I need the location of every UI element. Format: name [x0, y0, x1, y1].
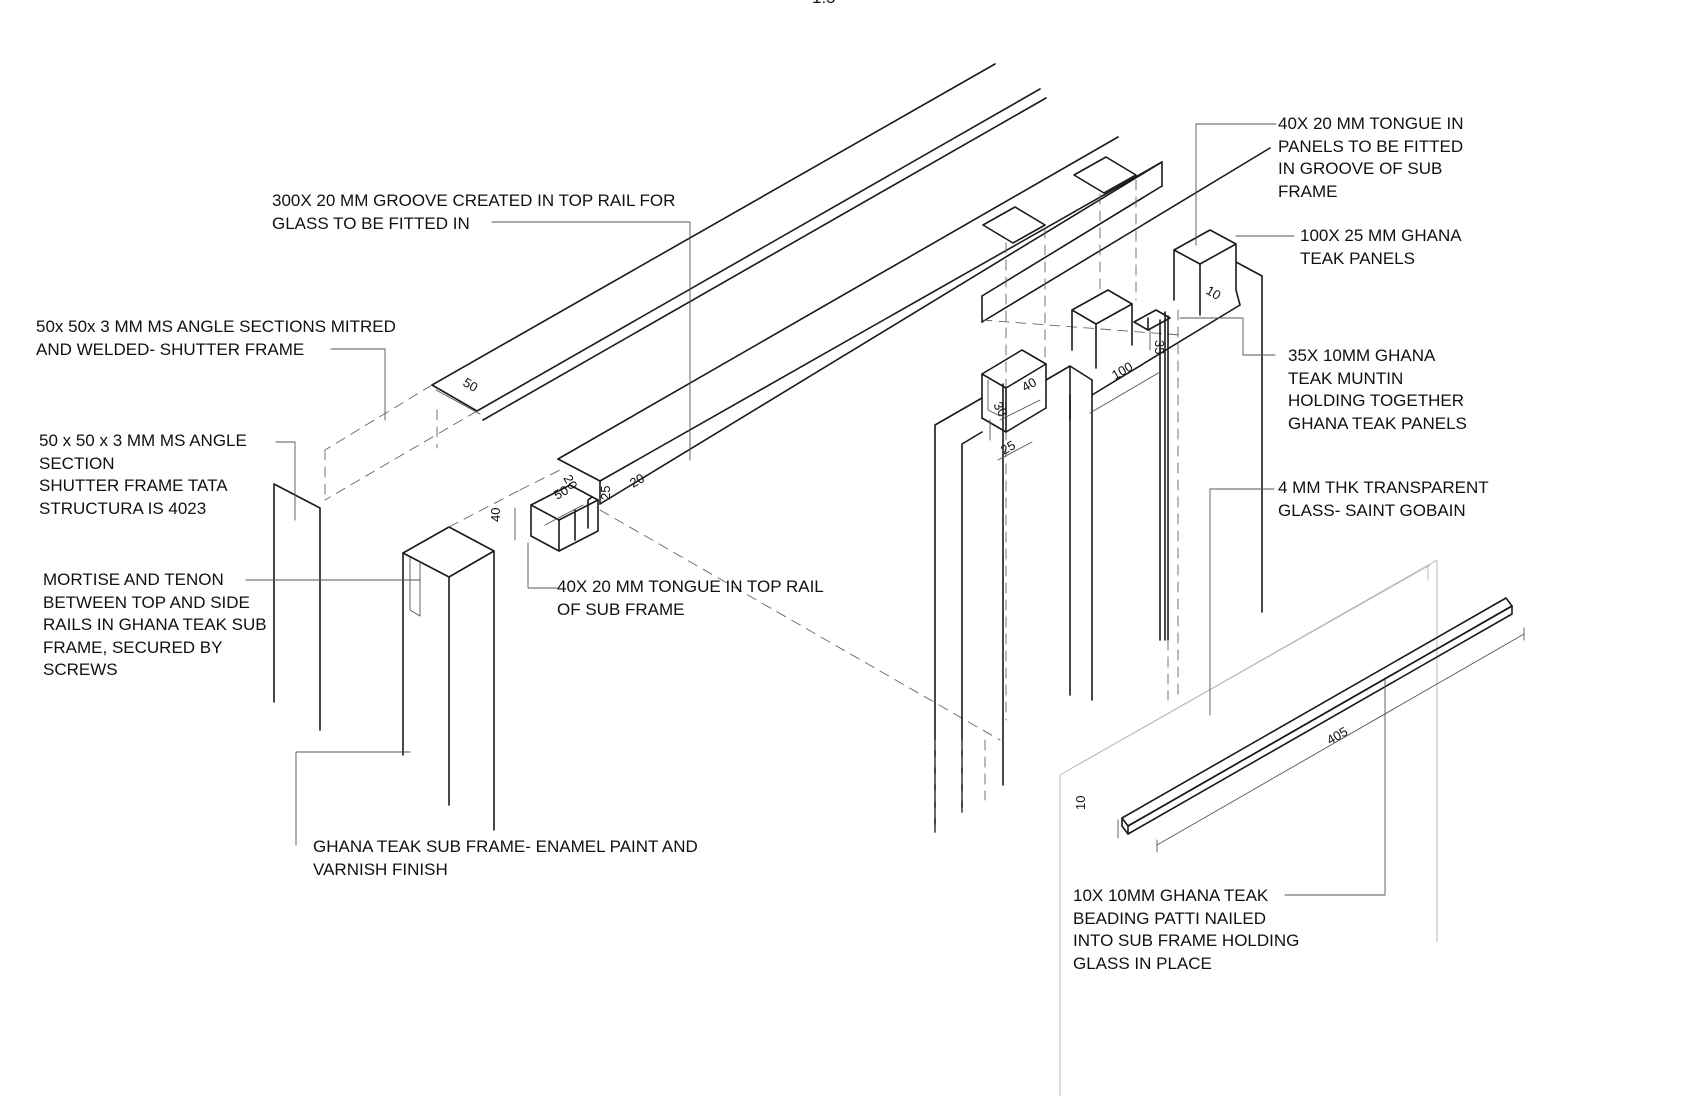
muntin — [1133, 309, 1179, 701]
callout-glass: 4 MM THK TRANSPARENT GLASS- SAINT GOBAIN — [1278, 478, 1489, 520]
top-rail-slots — [982, 156, 1137, 721]
left-panel-stile — [934, 383, 1004, 833]
sub-frame-side-rail — [402, 489, 521, 831]
dim-tongue-20b: 20 — [627, 470, 647, 490]
dim-muntin-10: 10 — [1204, 283, 1224, 303]
beading-patti — [1121, 597, 1513, 835]
glass-panel — [1059, 559, 1438, 1096]
callout-beading: 10X 10MM GHANA TEAK BEADING PATTI NAILED… — [1073, 886, 1300, 973]
shutter-frame-side-angle — [273, 483, 321, 731]
callout-leaders — [245, 123, 1386, 896]
dim-rail-depth: 50 — [551, 482, 571, 502]
callout-tongue-top-rail: 40X 20 MM TONGUE IN TOP RAIL OF SUB FRAM… — [557, 577, 824, 619]
dim-tongue-25: 25 — [598, 486, 613, 500]
dim-panel-tongue-25: 25 — [998, 437, 1018, 457]
teak-panels — [1045, 229, 1263, 701]
shutter-frame-hidden-lines — [324, 384, 478, 501]
callout-ms-angle-section: 50 x 50 x 3 MM MS ANGLE SECTION SHUTTER … — [39, 431, 247, 518]
dim-angle-width: 50 — [461, 375, 481, 395]
dimension-labels: 50 40 50 20 25 20 40 30 25 100 10 35 405… — [461, 283, 1351, 810]
panel-tongue-block — [981, 349, 1047, 433]
callout-teak-panels: 100X 25 MM GHANA TEAK PANELS — [1300, 226, 1462, 268]
scale-fragment: 1:5 — [812, 0, 836, 8]
callout-mortise-tenon: MORTISE AND TENON BETWEEN TOP AND SIDE R… — [43, 570, 267, 679]
top-rail-tongue — [530, 484, 599, 552]
callout-groove-top-rail: 300X 20 MM GROOVE CREATED IN TOP RAIL FO… — [272, 191, 676, 233]
callout-muntin: 35X 10MM GHANA TEAK MUNTIN HOLDING TOGET… — [1288, 346, 1467, 433]
dim-rail-height: 40 — [488, 508, 503, 522]
dim-muntin-35: 35 — [1152, 340, 1167, 354]
shutter-frame-top-angle — [431, 63, 1047, 421]
sub-frame-top-rail — [557, 136, 1271, 505]
dimension-lines — [435, 329, 1525, 853]
callout-tongue-panels: 40X 20 MM TONGUE IN PANELS TO BE FITTED … — [1278, 114, 1464, 201]
dim-tongue-20a: 20 — [560, 472, 580, 492]
callout-ms-angle-mitred: 50x 50x 3 MM MS ANGLE SECTIONS MITRED AN… — [36, 317, 396, 359]
projection-lines — [519, 319, 1181, 741]
dim-panel-width: 100 — [1109, 359, 1135, 383]
dim-panel-tongue-40: 40 — [1019, 374, 1039, 394]
dim-panel-tongue-30: 30 — [990, 399, 1010, 419]
callout-sub-frame-finish: GHANA TEAK SUB FRAME- ENAMEL PAINT AND V… — [313, 837, 698, 879]
dim-beading-length: 405 — [1324, 724, 1350, 748]
dim-beading-size: 10 — [1073, 796, 1088, 810]
